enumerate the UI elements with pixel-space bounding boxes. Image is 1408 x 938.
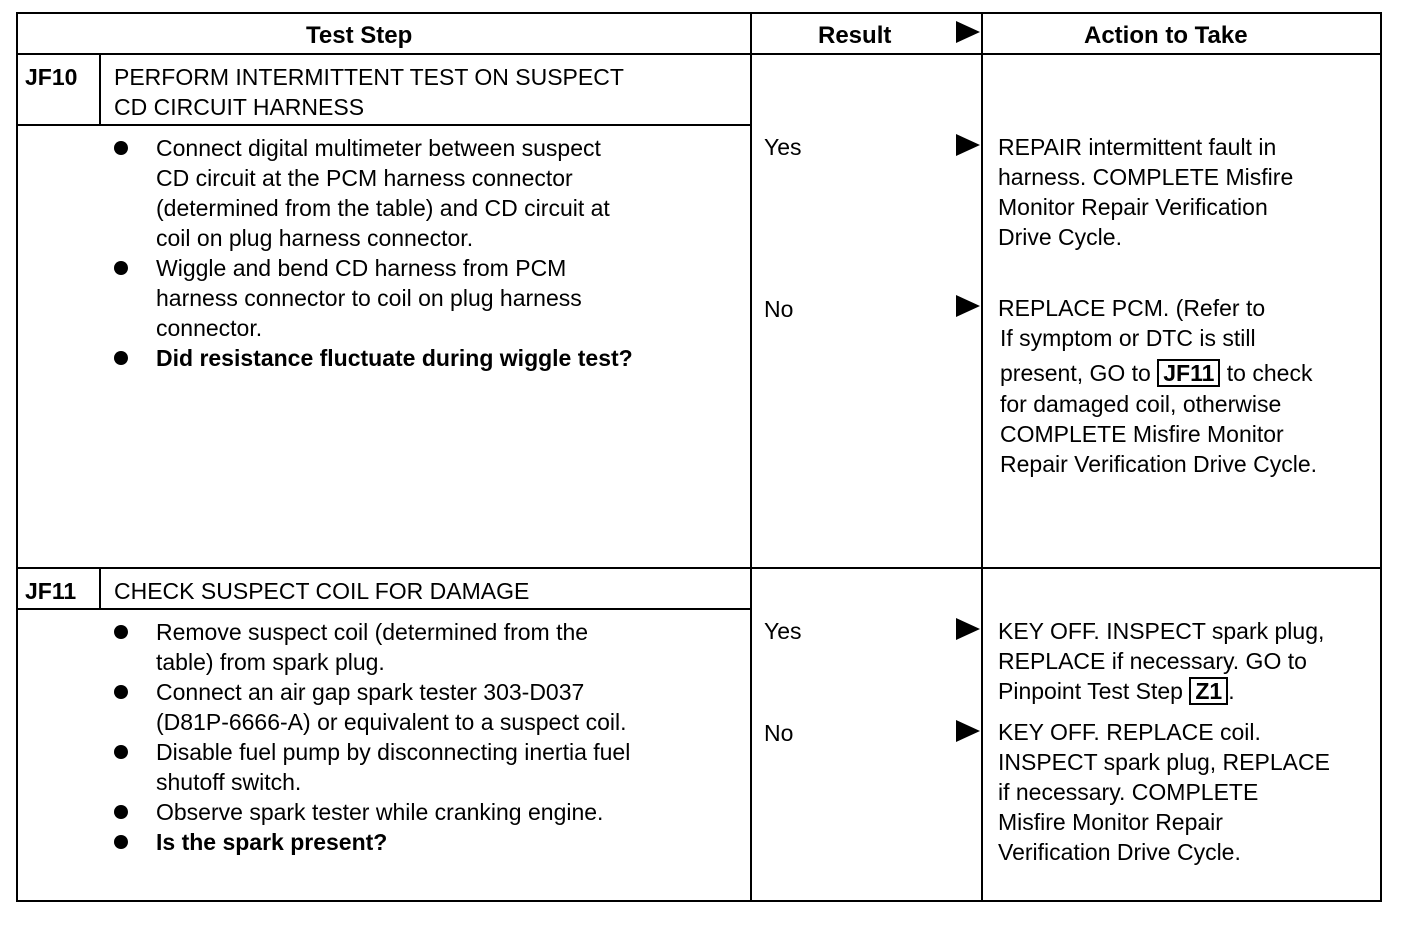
- jf10-question: Did resistance fluctuate during wiggle t…: [156, 345, 633, 371]
- jf10-no-action-line3: present, GO to JF11 to check: [1000, 358, 1312, 388]
- jf11-result-yes: Yes: [764, 618, 802, 644]
- jf10-result-no: No: [764, 296, 794, 322]
- jf11-bullet1-line1: Remove suspect coil (determined from the: [156, 619, 589, 645]
- jf10-no-action-line5: COMPLETE Misfire Monitor: [1000, 421, 1284, 447]
- jf10-bullet2-line1: Wiggle and bend CD harness from PCM: [156, 255, 567, 281]
- jf11-yes-action-ref-pre: Pinpoint Test Step: [998, 678, 1183, 704]
- table-left-border: [16, 12, 18, 902]
- jf10-result-yes: Yes: [764, 134, 802, 160]
- bullet-icon: [114, 141, 128, 155]
- jf10-yes-action-line1: REPAIR intermittent fault in: [998, 134, 1277, 160]
- jf11-no-action-line1: KEY OFF. REPLACE coil.: [998, 719, 1261, 745]
- step-title-jf11: CHECK SUSPECT COIL FOR DAMAGE: [114, 578, 530, 604]
- jf11-no-action-line2: INSPECT spark plug, REPLACE: [998, 749, 1330, 775]
- column-divider-result: [750, 12, 752, 902]
- jf10-no-action-ref-pre: present, GO to: [1000, 360, 1151, 386]
- result-arrow-icon: [956, 720, 980, 742]
- jf10-bullet2-line2: harness connector to coil on plug harnes…: [156, 285, 582, 311]
- table-top-border: [16, 12, 1382, 14]
- jf11-no-action-line5: Verification Drive Cycle.: [998, 839, 1241, 865]
- jf10-yes-action-line3: Monitor Repair Verification: [998, 194, 1268, 220]
- result-arrow-icon: [956, 134, 980, 156]
- jf11-yes-action-ref-post: .: [1228, 678, 1235, 704]
- step-reference-z1[interactable]: Z1: [1189, 677, 1229, 705]
- bullet-icon: [114, 351, 128, 365]
- table-bottom-border: [16, 900, 1382, 902]
- row-divider: [16, 567, 1382, 569]
- jf11-no-action-line3: if necessary. COMPLETE: [998, 779, 1259, 805]
- jf10-id-divider: [99, 53, 101, 125]
- bullet-icon: [114, 745, 128, 759]
- jf10-yes-action-line4: Drive Cycle.: [998, 224, 1122, 250]
- jf11-bullet3-line2: shutoff switch.: [156, 769, 302, 795]
- bullet-icon: [114, 805, 128, 819]
- jf11-yes-action-line1: KEY OFF. INSPECT spark plug,: [998, 618, 1325, 644]
- jf10-bullet1-line4: coil on plug harness connector.: [156, 225, 474, 251]
- jf11-title-divider: [16, 608, 752, 610]
- step-reference-jf11[interactable]: JF11: [1157, 359, 1221, 387]
- jf10-yes-action-line2: harness. COMPLETE Misfire: [998, 164, 1294, 190]
- jf11-bullet1-line2: table) from spark plug.: [156, 649, 385, 675]
- result-arrow-icon: [956, 618, 980, 640]
- jf10-no-action-line1: REPLACE PCM. (Refer to: [998, 295, 1266, 321]
- jf10-no-action-line2: If symptom or DTC is still: [1000, 325, 1256, 351]
- step-id-jf11: JF11: [25, 578, 77, 604]
- bullet-icon: [114, 625, 128, 639]
- header-action: Action to Take: [1084, 22, 1248, 49]
- bullet-icon: [114, 261, 128, 275]
- step-id-jf10: JF10: [25, 64, 78, 90]
- jf11-result-no: No: [764, 720, 794, 746]
- jf11-bullet3-line1: Disable fuel pump by disconnecting inert…: [156, 739, 631, 765]
- jf10-no-action-ref-post: to check: [1226, 360, 1313, 386]
- jf11-bullet4-line1: Observe spark tester while cranking engi…: [156, 799, 604, 825]
- step-title-jf10-line2: CD CIRCUIT HARNESS: [114, 94, 365, 120]
- header-divider: [16, 53, 1382, 55]
- header-arrow-icon: [956, 21, 980, 43]
- jf11-id-divider: [99, 567, 101, 609]
- jf10-bullet1-line1: Connect digital multimeter between suspe…: [156, 135, 601, 161]
- column-divider-action: [981, 12, 983, 902]
- bullet-icon: [114, 685, 128, 699]
- jf11-yes-action-line2: REPLACE if necessary. GO to: [998, 648, 1307, 674]
- jf10-no-action-line6: Repair Verification Drive Cycle.: [1000, 451, 1318, 477]
- jf11-bullet2-line2: (D81P-6666-A) or equivalent to a suspect…: [156, 709, 627, 735]
- jf11-question: Is the spark present?: [156, 829, 388, 855]
- jf11-bullet2-line1: Connect an air gap spark tester 303-D037: [156, 679, 585, 705]
- result-arrow-icon: [956, 295, 980, 317]
- jf10-no-action-line4: for damaged coil, otherwise: [1000, 391, 1282, 417]
- jf10-bullet1-line2: CD circuit at the PCM harness connector: [156, 165, 573, 191]
- jf11-yes-action-line3: Pinpoint Test Step Z1.: [998, 676, 1235, 706]
- jf11-no-action-line4: Misfire Monitor Repair: [998, 809, 1223, 835]
- jf10-bullet1-line3: (determined from the table) and CD circu…: [156, 195, 610, 221]
- header-test-step: Test Step: [306, 22, 413, 49]
- header-result: Result: [818, 22, 892, 49]
- table-right-border: [1380, 12, 1382, 902]
- step-title-jf10-line1: PERFORM INTERMITTENT TEST ON SUSPECT: [114, 64, 624, 90]
- jf10-bullet2-line3: connector.: [156, 315, 263, 341]
- bullet-icon: [114, 835, 128, 849]
- jf10-title-divider: [16, 124, 752, 126]
